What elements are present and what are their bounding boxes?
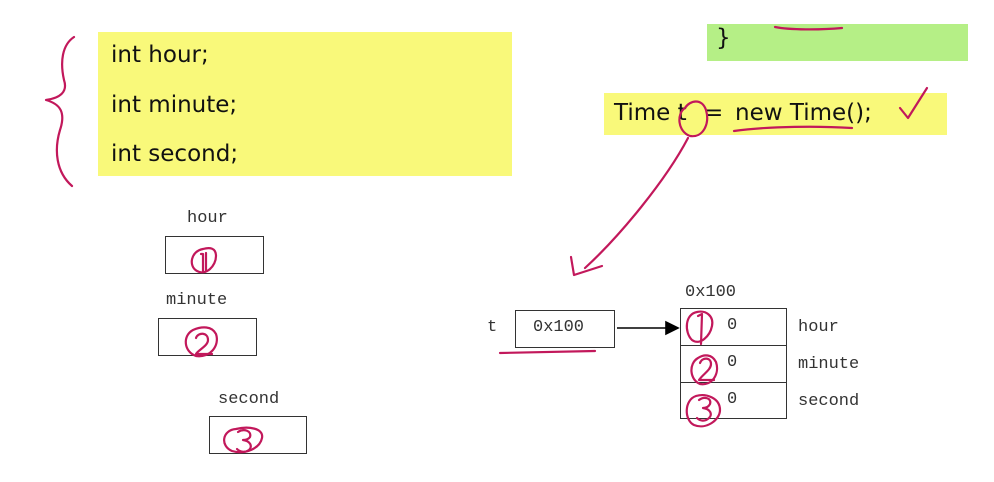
object-field-second: 0: [681, 383, 786, 420]
left-var-label-minute: minute: [166, 291, 228, 310]
left-var-label-second: second: [218, 390, 280, 409]
closing-brace: }: [716, 25, 731, 51]
object-address: 0x100: [685, 283, 737, 302]
statement-equals: =: [704, 100, 724, 126]
left-var-box-minute: [158, 318, 257, 356]
statement-new: new Time();: [735, 100, 872, 126]
statement-var: Time t: [614, 100, 687, 126]
curly-brace-mark: [44, 35, 76, 188]
object-field-hour-value: 0: [727, 316, 738, 335]
code-line-hour: int hour;: [111, 42, 209, 68]
object-field-minute-value: 0: [727, 353, 738, 372]
object-box: 0 0 0: [680, 308, 787, 419]
code-block-highlight: [98, 32, 512, 176]
pointer-line-mark: [583, 136, 690, 270]
object-field-hour: 0: [681, 309, 786, 346]
reference-var-label: t: [487, 318, 498, 337]
object-label-minute: minute: [798, 355, 860, 374]
reference-value: 0x100: [533, 318, 585, 337]
left-var-box-second: [209, 416, 307, 454]
object-label-second: second: [798, 392, 860, 411]
reference-arrow-head-icon: [665, 320, 680, 336]
left-var-box-hour: [165, 236, 264, 274]
object-field-second-value: 0: [727, 390, 738, 409]
left-var-label-hour: hour: [187, 209, 228, 228]
object-label-hour: hour: [798, 318, 839, 337]
reference-box: [515, 310, 615, 348]
code-line-second: int second;: [111, 141, 239, 167]
object-field-minute: 0: [681, 346, 786, 383]
code-line-minute: int minute;: [111, 92, 238, 118]
pointer-arrowhead-mark: [569, 255, 604, 277]
closing-brace-highlight: [707, 24, 968, 61]
underline-reference-mark: [498, 349, 597, 355]
